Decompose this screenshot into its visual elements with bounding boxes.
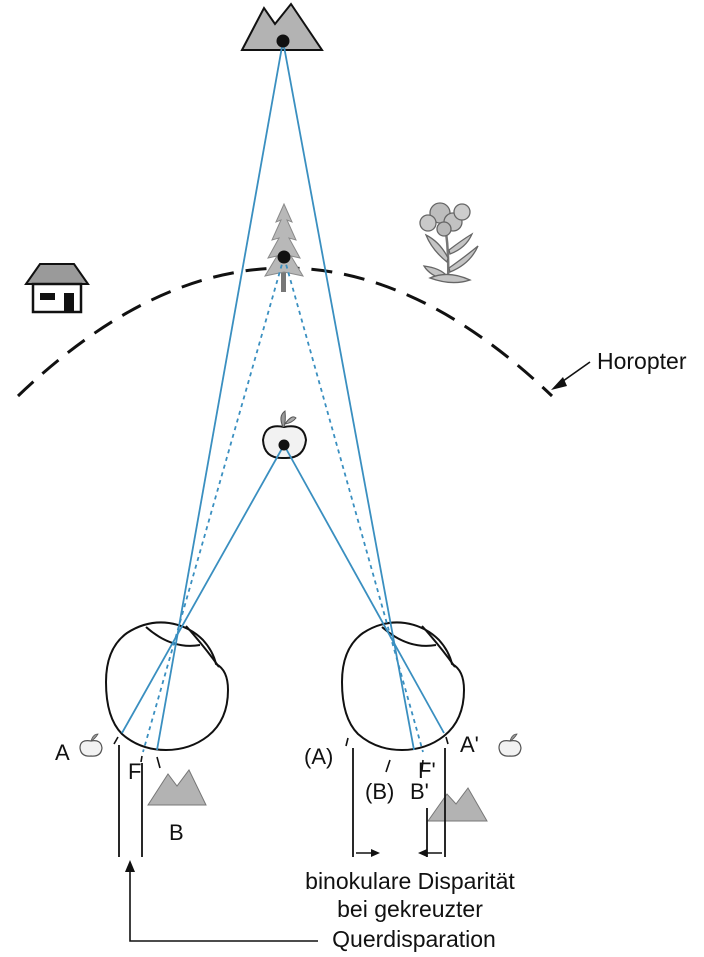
label-B-prime: B' [410, 779, 429, 804]
apple-icon [261, 410, 308, 460]
apple-image-right [498, 733, 522, 757]
horopter-label: Horopter [597, 348, 687, 374]
label-F-prime: F' [418, 758, 436, 783]
caption-line-1: binokulare Disparität [305, 868, 515, 894]
caption-leader-arrow [125, 860, 318, 942]
fixation-point-tree [277, 250, 291, 264]
sight-line-right-apple [283, 444, 445, 734]
sight-line-left-apple [121, 444, 285, 734]
sight-line-right-mountain [282, 40, 415, 751]
horopter-arrow [551, 361, 591, 390]
sight-line-right-tree [283, 256, 424, 753]
fixation-point-mountain [276, 34, 290, 48]
apple-image-left [79, 733, 103, 757]
mountain-icon [240, 2, 324, 51]
sight-lines [121, 40, 445, 753]
fir-tree-icon [263, 202, 305, 292]
disparity-arrow-right [418, 849, 442, 857]
caption-line-2: bei gekreuzter [337, 896, 483, 922]
mountain-image-left [147, 769, 207, 806]
sight-line-left-tree [142, 256, 285, 753]
label-A-paren: (A) [304, 744, 333, 769]
disparity-lines [118, 745, 446, 857]
house-icon [24, 263, 90, 314]
left-retina-ticks [113, 736, 161, 769]
sight-line-left-mountain [156, 40, 284, 751]
disparity-arrow-left [356, 849, 380, 857]
label-F: F [128, 759, 141, 784]
left-eye [104, 621, 230, 752]
right-retina-ticks [345, 736, 449, 773]
caption-line-3: Querdisparation [332, 926, 496, 952]
mountain-image-right [427, 787, 488, 822]
fixation-point-apple [278, 439, 290, 451]
label-B: B [169, 820, 184, 845]
label-A: A [55, 740, 70, 765]
flower-icon [419, 202, 479, 284]
label-B-paren: (B) [365, 779, 394, 804]
label-A-prime: A' [460, 732, 479, 757]
